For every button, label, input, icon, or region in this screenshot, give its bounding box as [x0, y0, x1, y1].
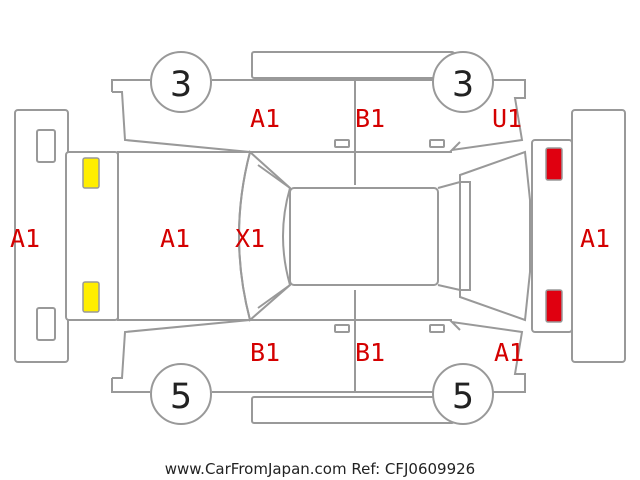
wheel-front-right: 5	[150, 363, 212, 425]
tread-rear-right: 5	[452, 377, 474, 417]
code-front-door-left: A1	[250, 104, 280, 133]
left-taillight	[545, 147, 563, 181]
code-rear-door-left: B1	[355, 104, 385, 133]
left-side-profile	[111, 79, 526, 153]
tread-rear-left: 3	[452, 65, 474, 105]
right-taillight	[545, 289, 563, 323]
wheel-front-left: 3	[150, 51, 212, 113]
code-hood: A1	[160, 224, 190, 253]
left-headlight	[82, 157, 100, 189]
tread-front-right: 5	[170, 377, 192, 417]
footer-reference: www.CarFromJapan.com Ref: CFJ0609926	[165, 460, 475, 478]
wheel-rear-left: 3	[432, 51, 494, 113]
code-rear-quarter-right: A1	[494, 338, 524, 367]
right-headlight	[82, 281, 100, 313]
car-body-top-view	[65, 139, 573, 333]
code-front-door-right: B1	[250, 338, 280, 367]
wheel-rear-right: 5	[432, 363, 494, 425]
right-side-profile	[111, 319, 526, 393]
tread-front-left: 3	[170, 65, 192, 105]
code-rear-door-right: B1	[355, 338, 385, 367]
code-rear-bumper: A1	[580, 224, 610, 253]
roof-rail-top	[251, 51, 455, 79]
roof-rail-bottom	[251, 396, 455, 424]
code-front-bumper: A1	[10, 224, 40, 253]
code-rear-quarter-left: U1	[492, 104, 522, 133]
code-windshield: X1	[235, 224, 265, 253]
